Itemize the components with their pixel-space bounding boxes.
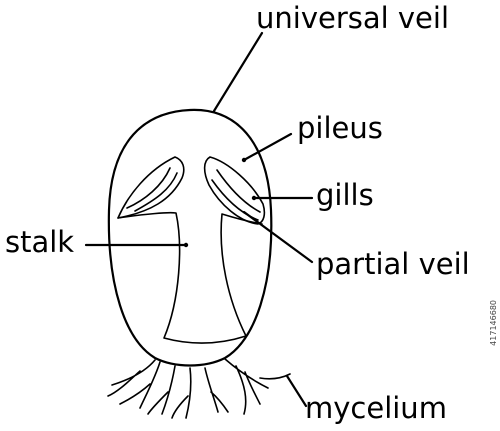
stalk-leader-dot — [183, 242, 189, 248]
pileus-leader-dot — [241, 157, 247, 163]
gills-left-outline — [126, 167, 178, 212]
pileus-leader — [242, 132, 293, 162]
label-universal-veil: universal veil — [256, 1, 449, 35]
label-gills: gills — [316, 178, 374, 212]
label-stalk: stalk — [5, 225, 74, 259]
mycelium-roots — [107, 358, 291, 419]
label-mycelium: mycelium — [305, 391, 447, 425]
stock-id-stamp: 417146680 — [489, 300, 498, 346]
universal-veil-leader — [212, 31, 264, 113]
pileus-left-outline — [117, 156, 185, 219]
label-pileus: pileus — [297, 111, 383, 145]
gills-right-outline — [211, 169, 261, 221]
label-partial-veil: partial veil — [316, 247, 470, 281]
universal-veil-outline — [107, 108, 273, 367]
mycelium-leader — [285, 374, 308, 408]
pileus-right-outline — [203, 156, 266, 225]
partial-veil-leader — [242, 210, 314, 264]
gills-leader-dot — [251, 195, 257, 201]
stalk-outline — [117, 211, 263, 344]
